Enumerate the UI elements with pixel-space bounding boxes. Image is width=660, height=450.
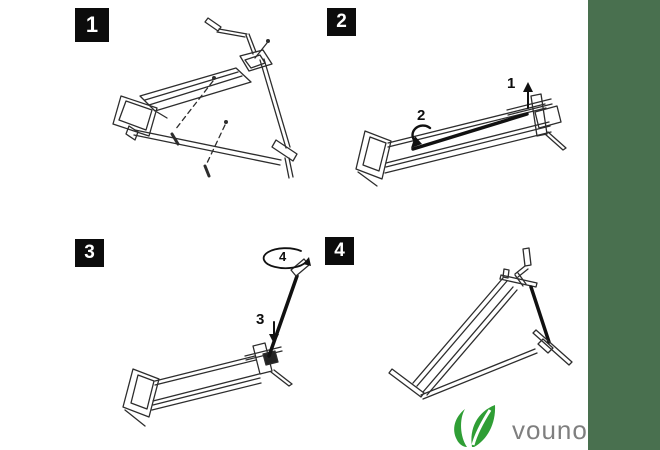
step-3-annotation-4: 4: [279, 249, 287, 264]
step-2-diagram: [355, 82, 570, 195]
step-2-annotation-2: 2: [417, 107, 426, 124]
vounot-leaf-icon: [454, 405, 496, 447]
brand-name: vounot: [512, 415, 597, 445]
brand-logo: vounot: [448, 402, 595, 448]
side-accent-band: [588, 0, 660, 450]
step-4-diagram: [385, 245, 585, 410]
step-4-badge: 4: [325, 237, 354, 265]
step-3-badge: 3: [75, 239, 104, 267]
step-2-annotation-1: 1: [507, 75, 516, 92]
step-2-badge: 2: [327, 8, 356, 36]
step-3-annotation-3: 3: [256, 311, 265, 328]
step-1-diagram: [105, 8, 315, 193]
step-3-diagram: [95, 238, 311, 433]
step-1-badge: 1: [75, 8, 109, 42]
